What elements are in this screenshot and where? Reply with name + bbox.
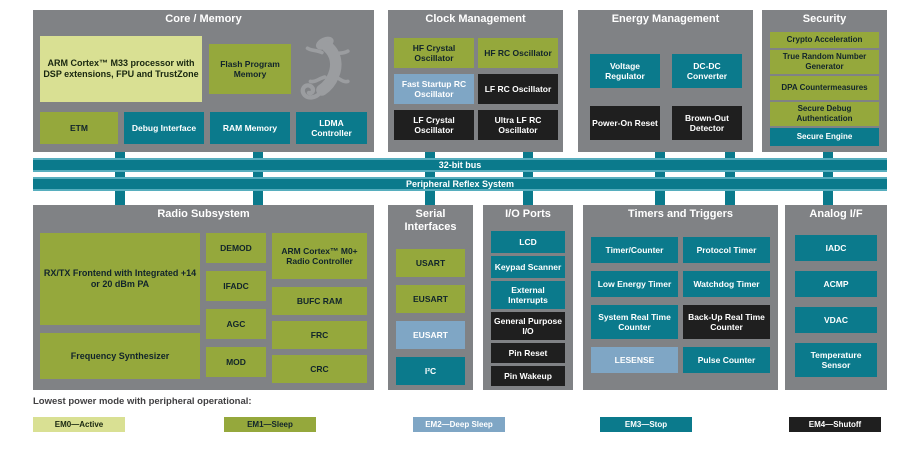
cell-iadc: IADC [795, 235, 877, 261]
bus-32bit: 32-bit bus [33, 158, 887, 172]
cell-pin-reset: Pin Reset [491, 343, 565, 363]
cell-rxtx-frontend: RX/TX Frontend with Integrated +14 or 20… [40, 233, 200, 325]
cell-temperature-sensor: Temperature Sensor [795, 343, 877, 377]
cell-demod: DEMOD [206, 233, 266, 263]
block-title-clock-management: Clock Management [425, 13, 526, 25]
block-energy-management: Energy Management Voltage Regulator DC-D… [578, 10, 753, 152]
block-title-analog-if: Analog I/F [809, 208, 863, 220]
cell-low-energy-timer: Low Energy Timer [591, 271, 678, 297]
cell-arm-cortex-m33: ARM Cortex™ M33 processor with DSP exten… [40, 36, 202, 102]
cell-brown-out-detector: Brown-Out Detector [672, 106, 742, 140]
block-radio-subsystem: Radio Subsystem RX/TX Frontend with Inte… [33, 205, 374, 390]
block-title-timers-triggers: Timers and Triggers [628, 208, 733, 220]
cell-timer-counter: Timer/Counter [591, 237, 678, 263]
cell-lf-crystal-oscillator: LF Crystal Oscillator [394, 110, 474, 140]
cell-ultra-lf-rc-oscillator: Ultra LF RC Oscillator [478, 110, 558, 140]
cell-acmp: ACMP [795, 271, 877, 297]
cell-eusart-2: EUSART [396, 321, 465, 349]
cell-dcdc-converter: DC-DC Converter [672, 54, 742, 88]
cell-true-random-number-generator: True Random Number Generator [770, 50, 879, 74]
block-clock-management: Clock Management HF Crystal Oscillator H… [388, 10, 563, 152]
cell-pulse-counter: Pulse Counter [683, 347, 770, 373]
cell-agc: AGC [206, 309, 266, 339]
block-io-ports: I/O Ports LCD Keypad Scanner External In… [483, 205, 573, 390]
cell-crypto-acceleration: Crypto Acceleration [770, 32, 879, 48]
block-title-io-ports: I/O Ports [505, 208, 551, 220]
cell-hf-rc-oscillator: HF RC Oscillator [478, 38, 558, 68]
cell-watchdog-timer: Watchdog Timer [683, 271, 770, 297]
block-core-memory: Core / Memory ARM Cortex™ M33 processor … [33, 10, 374, 152]
cell-flash-program-memory: Flash Program Memory [209, 44, 291, 94]
cell-keypad-scanner: Keypad Scanner [491, 256, 565, 278]
block-title-core-memory: Core / Memory [165, 13, 242, 25]
block-serial-interfaces: Serial Interfaces USART EUSART EUSART I²… [388, 205, 473, 390]
cell-lesense: LESENSE [591, 347, 678, 373]
block-title-serial-interfaces: Serial Interfaces [404, 208, 457, 233]
legend-chip-em4: EM4—Shutoff [789, 417, 881, 432]
cell-pin-wakeup: Pin Wakeup [491, 366, 565, 386]
cell-fast-startup-rc-oscillator: Fast Startup RC Oscillator [394, 74, 474, 104]
cell-ldma-controller: LDMA Controller [296, 112, 367, 144]
block-security: Security Crypto Acceleration True Random… [762, 10, 887, 152]
bus-peripheral-reflex-system: Peripheral Reflex System [33, 177, 887, 191]
legend-chip-em3: EM3—Stop [600, 417, 692, 432]
cell-protocol-timer: Protocol Timer [683, 237, 770, 263]
cell-debug-interface: Debug Interface [124, 112, 204, 144]
cell-bufc-ram: BUFC RAM [272, 287, 367, 315]
cell-system-real-time-counter: System Real Time Counter [591, 305, 678, 339]
cell-ram-memory: RAM Memory [210, 112, 290, 144]
legend-chip-em2: EM2—Deep Sleep [413, 417, 505, 432]
cell-secure-debug-authentication: Secure Debug Authentication [770, 102, 879, 126]
block-title-security: Security [802, 13, 847, 25]
cell-secure-engine: Secure Engine [770, 128, 879, 146]
cell-i2c: I²C [396, 357, 465, 385]
cell-crc: CRC [272, 355, 367, 383]
cell-dpa-countermeasures: DPA Countermeasures [770, 76, 879, 100]
cell-vdac: VDAC [795, 307, 877, 333]
block-analog-if: Analog I/F IADC ACMP VDAC Temperature Se… [785, 205, 887, 390]
legend-chip-em0: EM0—Active [33, 417, 125, 432]
legend-chip-em1: EM1—Sleep [224, 417, 316, 432]
cell-power-on-reset: Power-On Reset [590, 106, 660, 140]
cell-frc: FRC [272, 321, 367, 349]
block-title-energy-management: Energy Management [611, 13, 720, 25]
cell-eusart-1: EUSART [396, 285, 465, 313]
cell-mod: MOD [206, 347, 266, 377]
gecko-logo-icon [296, 32, 368, 117]
cell-frequency-synthesizer: Frequency Synthesizer [40, 333, 200, 379]
cell-voltage-regulator: Voltage Regulator [590, 54, 660, 88]
cell-ifadc: IFADC [206, 271, 266, 301]
legend-caption: Lowest power mode with peripheral operat… [33, 396, 252, 407]
cell-external-interrupts: External Interrupts [491, 281, 565, 309]
cell-backup-real-time-counter: Back-Up Real Time Counter [683, 305, 770, 339]
cell-arm-cortex-m0-radio-controller: ARM Cortex™ M0+ Radio Controller [272, 233, 367, 279]
cell-usart: USART [396, 249, 465, 277]
cell-lcd: LCD [491, 231, 565, 253]
cell-general-purpose-io: General Purpose I/O [491, 312, 565, 340]
cell-lf-rc-oscillator: LF RC Oscillator [478, 74, 558, 104]
cell-hf-crystal-oscillator: HF Crystal Oscillator [394, 38, 474, 68]
cell-etm: ETM [40, 112, 118, 144]
block-timers-triggers: Timers and Triggers Timer/Counter Protoc… [583, 205, 778, 390]
block-title-radio-subsystem: Radio Subsystem [157, 208, 250, 220]
